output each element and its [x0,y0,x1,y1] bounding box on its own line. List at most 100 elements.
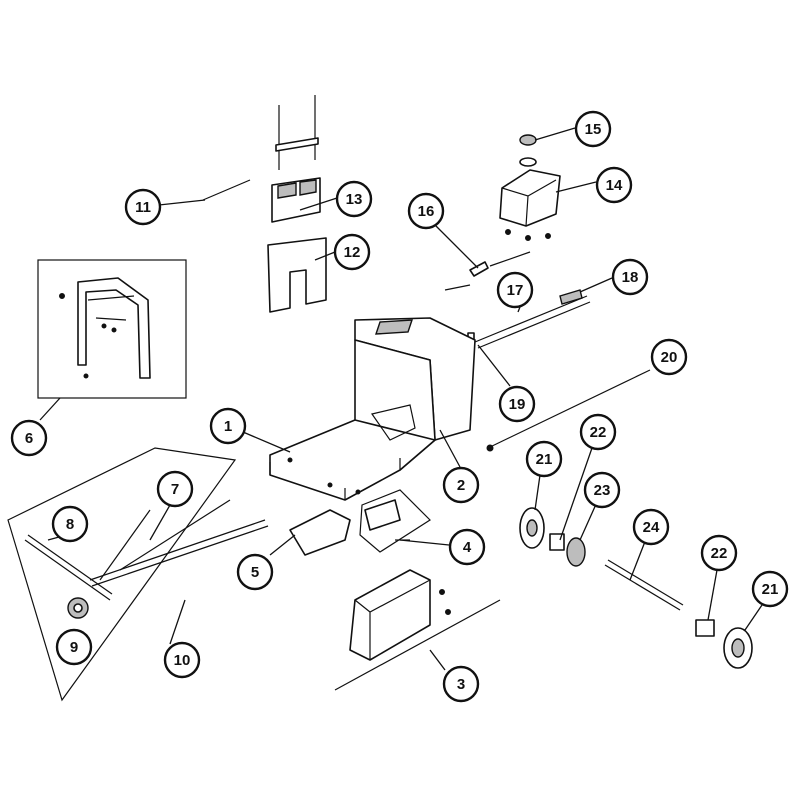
callout-number: 19 [509,396,526,413]
guard-bolt [445,609,451,615]
callout-circle [496,271,534,309]
leader-line [629,538,647,581]
handle-inset-group [37,259,187,399]
wheel-bearing-part [695,619,715,637]
leader-line [707,569,718,621]
callout-circle [498,385,536,423]
pin-head [486,444,494,452]
frame-bolt [355,489,361,495]
leader-line [314,251,336,261]
callout-19: 19 [498,385,536,423]
lever-rod [24,539,111,601]
fuel-tank-neck [519,157,537,167]
callout-number: 11 [135,199,151,216]
callout-22: 22 [700,534,738,572]
callout-number: 15 [585,121,602,138]
callout-number: 16 [418,203,435,220]
guard-bolt [439,589,445,595]
callout-circle [650,338,688,376]
callout-circle [163,641,201,679]
leader-line [242,431,291,453]
leader-lines [39,127,763,671]
callout-circle [156,470,194,508]
callout-number: 13 [346,191,363,208]
leader-line [477,344,511,387]
linkage-rod [477,301,591,349]
callout-9: 9 [55,628,93,666]
callout-number: 6 [25,430,33,447]
callout-circle [209,407,247,445]
leader-line [158,199,206,206]
blade-guard-baseline [334,599,501,691]
frame-bolt [327,482,333,488]
callout-number: 3 [457,676,465,693]
callout-11: 11 [124,188,162,226]
leader-line [149,504,171,541]
callout-circle [442,466,480,504]
wheel-spacer-part [566,537,586,567]
callout-circle [51,505,89,543]
wheel-hub [731,638,745,658]
callout-8: 8 [51,505,89,543]
leader-line [579,277,613,293]
leader-line [555,181,597,193]
callout-5: 5 [236,553,274,591]
handle-frame-part [77,277,151,379]
callout-number: 5 [251,564,259,581]
blade-guard-part [349,569,431,661]
wheel-hub [526,519,538,537]
callout-circle [579,413,617,451]
callout-circle [632,508,670,546]
callout-2: 2 [442,466,480,504]
leader-line [269,534,296,556]
lever-rod [89,519,266,581]
callout-circle [448,528,486,566]
callout-circle [525,440,563,478]
callout-number: 23 [594,482,611,499]
pin-rod [487,369,651,449]
callout-17: 17 [496,271,534,309]
callout-22: 22 [579,413,617,451]
callout-6: 6 [10,419,48,457]
frame-bolt [287,457,293,463]
callout-1: 1 [209,407,247,445]
leader-line [399,539,450,546]
callout-14: 14 [595,166,633,204]
callout-number: 12 [344,244,361,261]
lever-rod [91,525,269,587]
callout-circle [335,180,373,218]
fitting-bolt [444,284,471,291]
battery-cable [202,179,251,201]
leader-line [559,447,593,541]
callout-circle [574,110,612,148]
callout-layer: 1234567891011121314151617181920212223242… [10,110,789,703]
callout-13: 13 [335,180,373,218]
callout-circle [124,188,162,226]
callout-16: 16 [407,192,445,230]
blade-guard-edges [354,579,431,660]
callout-24: 24 [632,508,670,546]
axle-part [604,564,681,611]
lever-rod [119,499,231,571]
handle-bolt [59,293,65,299]
callout-number: 10 [174,652,191,669]
callout-number: 18 [622,269,639,286]
callout-number: 21 [762,581,779,598]
bracket-part [364,499,401,531]
leader-line [429,649,446,671]
callout-number: 14 [606,177,623,194]
callout-circle [333,233,371,271]
callout-circle [700,534,738,572]
callout-20: 20 [650,338,688,376]
fuel-tank-edges [501,179,557,227]
callout-number: 24 [643,519,660,536]
battery-tray-part [267,237,327,313]
callout-circle [442,665,480,703]
throttle-rod [489,251,531,267]
callout-circle [751,570,789,608]
handle-frame-crossbar [87,295,135,321]
callout-10: 10 [163,641,201,679]
callout-18: 18 [611,258,649,296]
bracket-part [289,509,351,556]
